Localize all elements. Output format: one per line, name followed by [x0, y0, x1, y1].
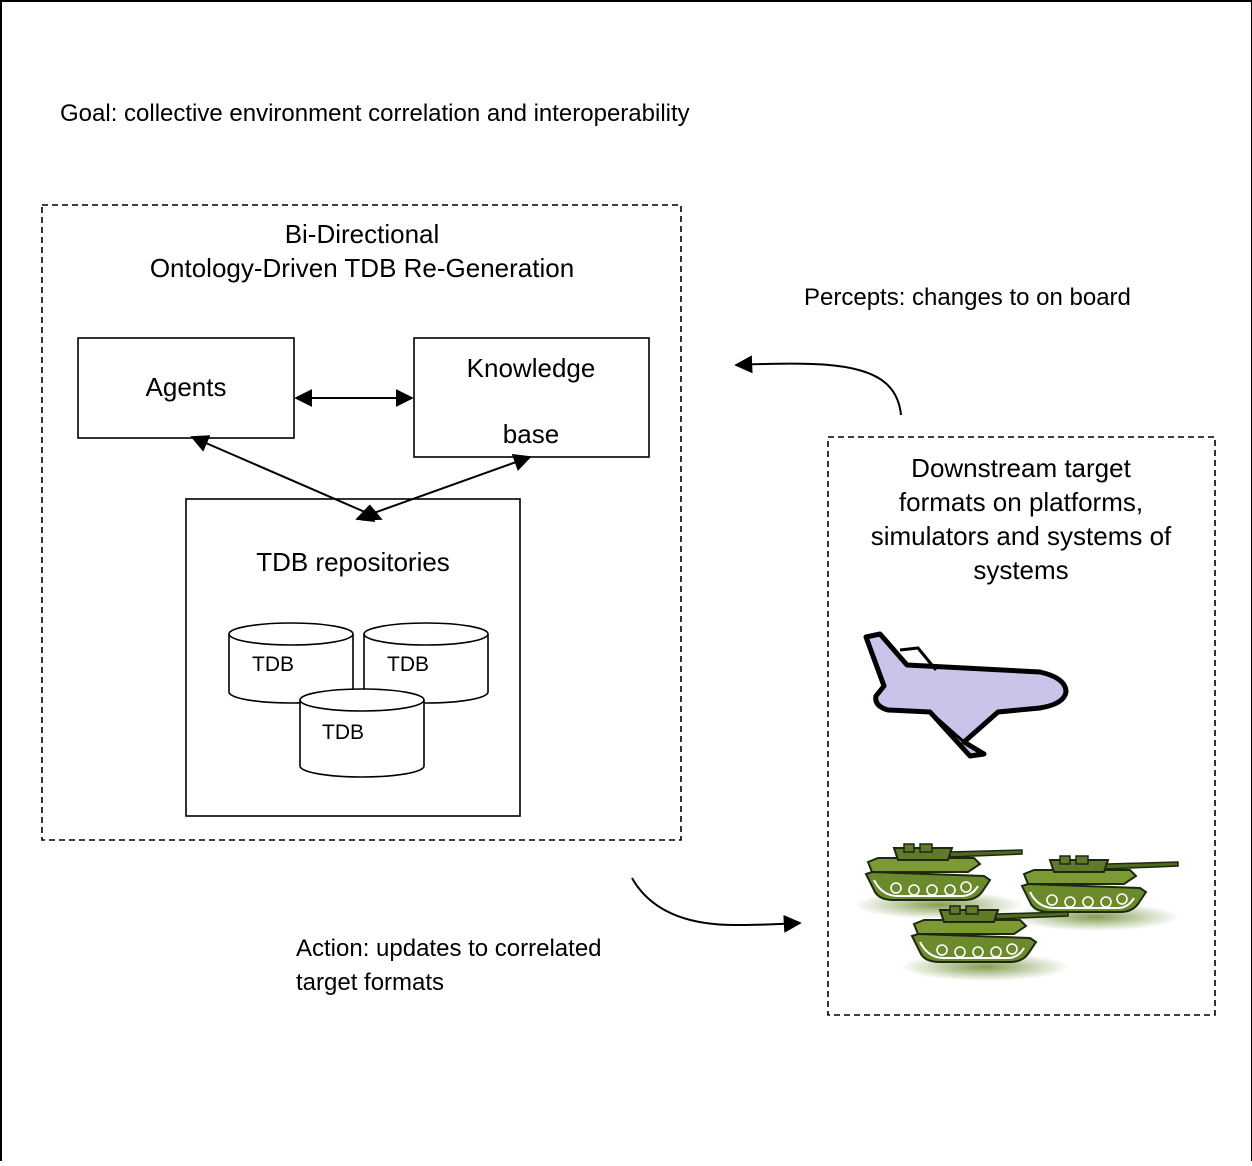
database-label-3: TDB — [322, 721, 364, 744]
regeneration-title-line1: Bi-Directional — [285, 219, 440, 249]
agents-box — [77, 337, 295, 439]
agents-label: Agents — [146, 372, 227, 402]
downstream-box — [827, 436, 1216, 1016]
knowledge-repositories-arrow — [355, 453, 532, 523]
action-text-line1: Action: updates to correlated — [296, 935, 602, 962]
tank-icon — [853, 843, 1181, 982]
knowledge-base-line1: Knowledge — [467, 353, 596, 383]
database-cylinder-1 — [228, 622, 354, 704]
downstream-line1: Downstream target — [911, 453, 1131, 483]
database-cylinder-2 — [363, 622, 489, 704]
downstream-line3: simulators and systems of — [871, 521, 1172, 551]
database-label-2: TDB — [387, 653, 429, 676]
percepts-arrow — [734, 355, 902, 416]
percepts-text: Percepts: changes to on board — [804, 284, 1131, 311]
knowledge-base-box — [413, 337, 650, 458]
database-cylinder-3 — [299, 688, 425, 778]
regeneration-title-line2: Ontology-Driven TDB Re-Generation — [150, 253, 574, 283]
action-text-line2: target formats — [296, 969, 444, 996]
knowledge-base-line2: base — [503, 419, 559, 449]
regeneration-box — [41, 204, 682, 841]
downstream-line2: formats on platforms, — [899, 487, 1143, 517]
database-label-1: TDB — [252, 653, 294, 676]
downstream-line4: systems — [973, 555, 1068, 585]
airplane-icon — [863, 631, 1069, 759]
goal-text: Goal: collective environment correlation… — [60, 100, 690, 127]
repositories-title: TDB repositories — [256, 547, 450, 577]
action-arrow — [631, 877, 802, 933]
agents-repositories-arrow — [190, 435, 383, 521]
